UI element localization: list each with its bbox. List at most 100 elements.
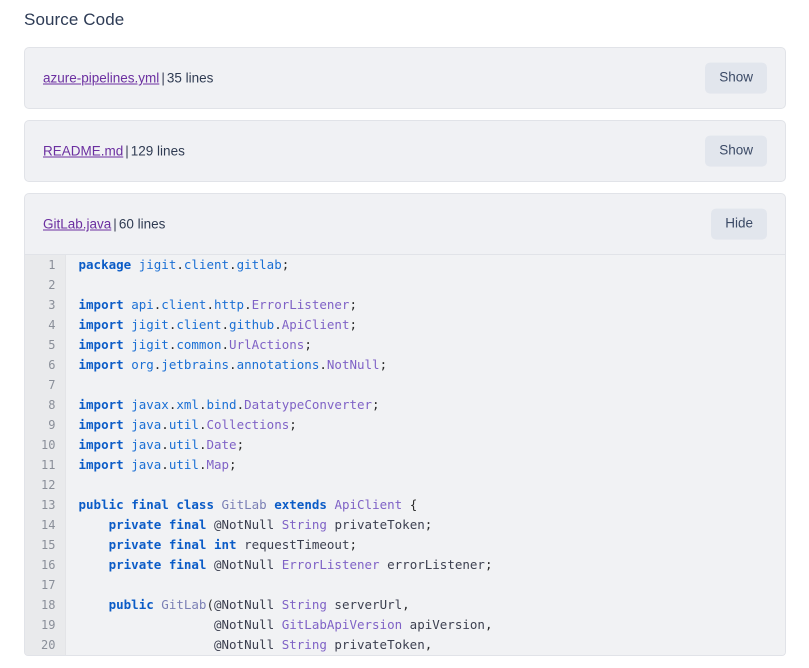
toggle-button-azure-pipelines[interactable]: Show	[705, 62, 767, 94]
token-pkg: github	[229, 317, 275, 332]
code-line-content[interactable]	[65, 275, 785, 295]
token-kw: import	[78, 317, 124, 332]
file-line-count: 129 lines	[130, 143, 185, 159]
code-line-content[interactable]	[65, 575, 785, 595]
code-line: 19 @NotNull GitLabApiVersion apiVersion,	[25, 615, 785, 635]
token-pkg: common	[176, 337, 222, 352]
file-link[interactable]: GitLab.java	[43, 216, 112, 232]
token-type: ApiClient	[281, 317, 350, 332]
line-number: 6	[25, 355, 66, 375]
file-link[interactable]: azure-pipelines.yml	[43, 70, 160, 86]
token-pkg: jigit	[138, 257, 177, 272]
file-line-count: 60 lines	[118, 216, 166, 232]
line-number: 1	[25, 255, 66, 275]
line-number: 19	[25, 615, 66, 635]
code-line-content[interactable]: import jigit.common.UrlActions;	[65, 335, 785, 355]
token-pkg: util	[168, 457, 199, 472]
token-plain	[206, 557, 214, 572]
code-line-content[interactable]: private final int requestTimeout;	[65, 535, 785, 555]
file-link[interactable]: README.md	[43, 143, 124, 159]
token-pkg: xml	[176, 397, 199, 412]
file-card-gitlab-java[interactable]: GitLab.java|60 lines Hide	[24, 193, 786, 255]
token-type: Map	[206, 457, 230, 472]
token-punc: .	[221, 337, 230, 352]
line-number: 11	[25, 455, 66, 475]
token-plain	[161, 557, 169, 572]
token-pkg: java	[131, 417, 162, 432]
token-punc: .	[168, 337, 177, 352]
code-line-content[interactable]	[65, 475, 785, 495]
token-type: Collections	[206, 417, 290, 432]
token-type: ApiClient	[334, 497, 403, 512]
code-line-content[interactable]: private final @NotNull String privateTok…	[65, 515, 785, 535]
token-pkg: gitlab	[236, 257, 282, 272]
token-kw: private	[108, 517, 162, 532]
token-pkg: bind	[206, 397, 237, 412]
token-plain	[274, 637, 282, 652]
file-card-azure-pipelines[interactable]: azure-pipelines.yml|35 lines Show	[24, 47, 786, 109]
token-type: String	[281, 597, 327, 612]
code-line-content[interactable]: import jigit.client.github.ApiClient;	[65, 315, 785, 335]
toggle-button-readme[interactable]: Show	[705, 135, 767, 167]
token-plain	[214, 497, 222, 512]
token-kw: private	[108, 557, 162, 572]
file-separator: |	[161, 70, 165, 86]
token-punc: .	[244, 297, 252, 312]
code-line-content[interactable]	[65, 375, 785, 395]
code-line-content[interactable]: private final @NotNull ErrorListener err…	[65, 555, 785, 575]
token-kw: import	[78, 297, 124, 312]
page-title: Source Code	[24, 10, 125, 29]
token-punc: .	[198, 417, 207, 432]
code-line-content[interactable]: import java.util.Date;	[65, 435, 785, 455]
code-line-content[interactable]: import org.jetbrains.annotations.NotNull…	[65, 355, 785, 375]
token-plain	[79, 597, 109, 612]
token-pkg: jigit	[131, 317, 169, 332]
toggle-button-gitlab-java[interactable]: Hide	[711, 208, 767, 240]
code-line-content[interactable]: public final class GitLab extends ApiCli…	[65, 495, 785, 515]
token-type: NotNull	[326, 357, 380, 372]
code-line: 15 private final int requestTimeout;	[25, 535, 785, 555]
token-kw: final	[168, 557, 207, 572]
code-line-content[interactable]: import java.util.Collections;	[65, 415, 785, 435]
token-anno: @NotNull	[214, 517, 275, 532]
line-number: 7	[25, 375, 66, 395]
token-type: Date	[206, 437, 237, 452]
file-separator: |	[125, 143, 129, 159]
token-punc: .	[198, 397, 207, 412]
token-punc: ;	[424, 517, 433, 532]
code-line-content[interactable]: import javax.xml.bind.DatatypeConverter;	[65, 395, 785, 415]
token-punc: .	[206, 297, 214, 312]
code-line-content[interactable]: import api.client.http.ErrorListener;	[65, 295, 785, 315]
token-punc: .	[176, 257, 184, 272]
token-pkg: util	[168, 417, 199, 432]
line-number: 13	[25, 495, 66, 515]
code-line-content[interactable]: @NotNull String privateToken,	[65, 635, 785, 655]
token-plain	[131, 257, 139, 272]
token-anno: @NotNull	[213, 637, 275, 652]
code-line: 14 private final @NotNull String private…	[25, 515, 785, 535]
token-punc: ;	[349, 317, 357, 332]
code-line-content[interactable]: package jigit.client.gitlab;	[65, 255, 785, 275]
token-punc: .	[319, 357, 327, 372]
token-kw: final	[168, 517, 207, 532]
token-plain	[206, 517, 214, 532]
token-pkg: org	[131, 357, 154, 372]
token-punc: .	[168, 397, 177, 412]
file-card-readme[interactable]: README.md|129 lines Show	[24, 120, 786, 182]
token-pkg: api	[131, 297, 154, 312]
code-line-content[interactable]: @NotNull GitLabApiVersion apiVersion,	[65, 615, 785, 635]
token-kw: public	[78, 497, 124, 512]
token-kw: final	[131, 497, 169, 512]
token-plain	[402, 497, 410, 512]
token-punc: ,	[424, 637, 433, 652]
token-plain	[206, 537, 214, 552]
token-anno: @NotNull	[213, 597, 275, 612]
token-type: DatatypeConverter	[244, 397, 373, 412]
code-line-content[interactable]: import java.util.Map;	[65, 455, 785, 475]
code-line-content[interactable]: public GitLab(@NotNull String serverUrl,	[65, 595, 785, 615]
code-line: 12	[25, 475, 785, 495]
